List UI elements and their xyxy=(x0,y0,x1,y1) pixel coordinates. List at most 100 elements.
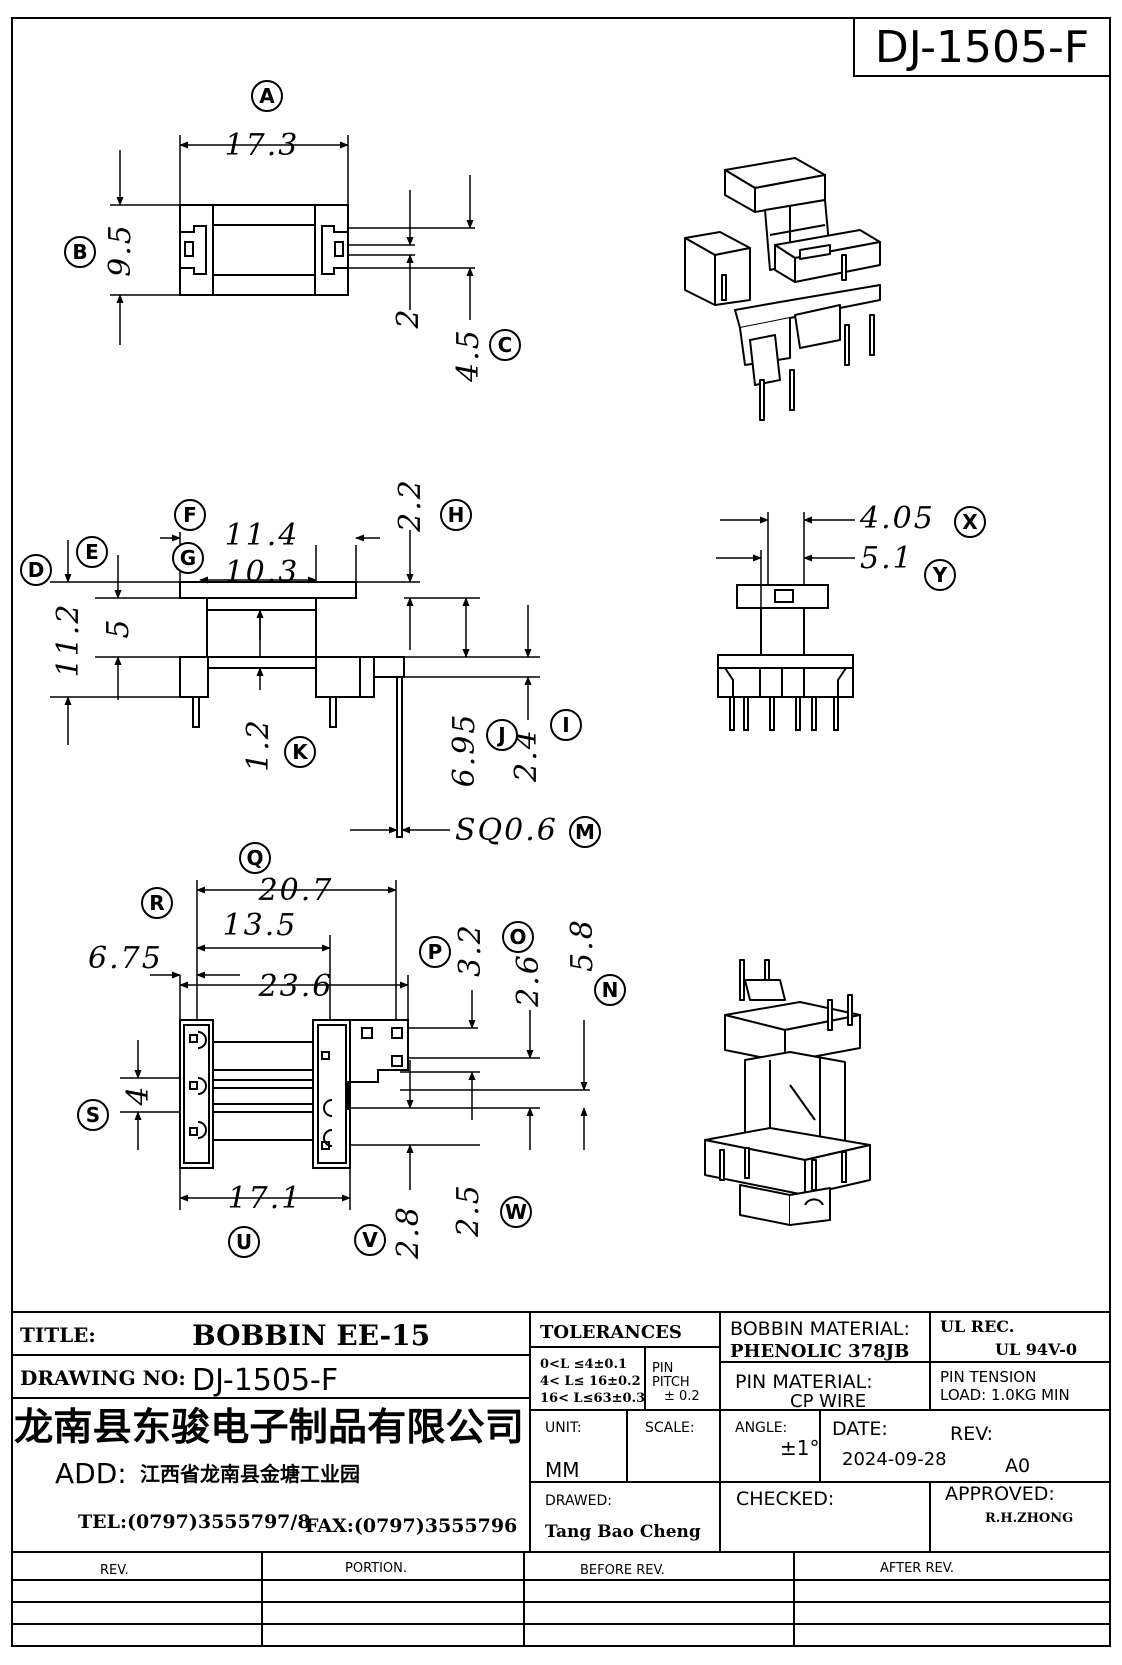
approved-value: R.H.ZHONG xyxy=(985,1511,1073,1526)
dim-v-value: 2.8 xyxy=(391,1205,426,1260)
dim-n-value: 5.8 xyxy=(565,918,600,972)
callout-u: U xyxy=(228,1226,260,1258)
scale-label: SCALE: xyxy=(645,1420,695,1436)
dim-k-value: 1.2 xyxy=(241,718,276,772)
callout-b-letter: B xyxy=(72,240,87,264)
tolerance-1: 0<L ≤4±0.1 xyxy=(540,1357,627,1372)
dim-o-value: 2.6 xyxy=(511,953,546,1008)
callout-m: M xyxy=(569,816,601,848)
callout-y-letter: Y xyxy=(932,563,948,587)
callout-c-letter: C xyxy=(498,333,513,357)
callout-n: N xyxy=(594,974,626,1006)
dim-g-value: 10.3 xyxy=(225,555,300,590)
callout-q-letter: Q xyxy=(246,846,263,870)
callout-e-letter: E xyxy=(85,540,99,564)
callout-f: F xyxy=(174,499,206,531)
callout-k: K xyxy=(284,736,316,768)
callout-u-letter: U xyxy=(236,1230,252,1254)
callout-x-letter: X xyxy=(962,510,978,534)
dim-a-value: 17.3 xyxy=(225,128,300,163)
dim-c-slot-value: 2 xyxy=(391,307,426,329)
address-value: 江西省龙南县金塘工业园 xyxy=(140,1462,360,1486)
dim-overall-value: 23.6 xyxy=(258,969,334,1004)
bobbin-material-value: PHENOLIC 378JB xyxy=(730,1341,909,1362)
title-label: TITLE: xyxy=(20,1323,96,1347)
drawed-value: Tang Bao Cheng xyxy=(545,1522,701,1542)
drawing-code-box: DJ-1505-F xyxy=(853,17,1111,77)
callout-q: Q xyxy=(239,842,271,874)
callout-p: P xyxy=(419,936,451,968)
callout-j: J xyxy=(486,719,518,751)
callout-w-letter: W xyxy=(505,1200,527,1224)
callout-h-letter: H xyxy=(448,503,465,527)
dim-w-value: 2.5 xyxy=(451,1183,486,1238)
callout-n-letter: N xyxy=(602,978,619,1002)
tolerance-2: 4< L≤ 16±0.2 xyxy=(540,1374,641,1389)
bottom-view xyxy=(179,1019,409,1169)
callout-k-letter: K xyxy=(292,740,309,764)
isometric-view-top xyxy=(684,157,881,421)
drawing-code: DJ-1505-F xyxy=(875,22,1089,73)
callout-j-letter: J xyxy=(496,723,505,747)
drawing-no-label: DRAWING NO: xyxy=(20,1366,186,1390)
callout-x: X xyxy=(954,506,986,538)
unit-label: UNIT: xyxy=(545,1420,582,1436)
pin-pitch-value: ± 0.2 xyxy=(664,1389,700,1404)
pin-tension-label: PIN TENSION xyxy=(940,1368,1036,1386)
checked-label: CHECKED: xyxy=(736,1488,834,1510)
tolerance-3: 16< L≤63±0.3 xyxy=(540,1391,645,1406)
dim-y-value: 5.1 xyxy=(860,541,914,576)
tel: TEL:(0797)3555797/8 xyxy=(78,1511,311,1533)
callout-d-letter: D xyxy=(28,558,45,582)
side-view-dims xyxy=(50,530,540,834)
callout-i-letter: I xyxy=(562,713,569,737)
callout-r: R xyxy=(141,887,173,919)
rev-col-header: REV. xyxy=(100,1563,129,1578)
callout-v: V xyxy=(354,1224,386,1256)
callout-s: S xyxy=(77,1099,109,1131)
callout-h: H xyxy=(440,499,472,531)
before-rev-col-header: BEFORE REV. xyxy=(580,1563,665,1578)
ul-label: UL REC. xyxy=(940,1317,1014,1336)
dim-j-value: 6.95 xyxy=(447,713,482,788)
fax: FAX:(0797)3555796 xyxy=(305,1515,517,1537)
dim-s-off-value: 6.75 xyxy=(88,941,163,976)
drawing-no-value: DJ-1505-F xyxy=(192,1363,338,1398)
dim-e-value: 5 xyxy=(101,617,136,638)
callout-d: D xyxy=(20,554,52,586)
dim-m-value: SQ0.6 xyxy=(455,813,558,848)
callout-v-letter: V xyxy=(362,1228,378,1252)
dim-s-value: 4 xyxy=(121,1084,156,1106)
dim-p-value: 3.2 xyxy=(453,923,488,977)
callout-r-letter: R xyxy=(149,891,164,915)
dim-b-value: 9.5 xyxy=(103,223,138,277)
end-view-dims xyxy=(716,512,855,608)
approved-label: APPROVED: xyxy=(945,1483,1055,1505)
top-view xyxy=(179,204,349,296)
ul-value: UL 94V-0 xyxy=(995,1340,1077,1359)
date-label: DATE: xyxy=(832,1418,888,1440)
date-value: 2024-09-28 xyxy=(842,1449,947,1470)
callout-p-letter: P xyxy=(428,940,443,964)
callout-a-letter: A xyxy=(259,84,275,108)
callout-s-letter: S xyxy=(86,1103,100,1127)
pin-material-label: PIN MATERIAL: xyxy=(735,1371,873,1393)
side-view xyxy=(179,581,405,838)
address-label: ADD: xyxy=(55,1457,127,1490)
title-block xyxy=(12,1311,1110,1646)
callout-f-letter: F xyxy=(183,503,197,527)
pin-pitch-label-2: PITCH xyxy=(652,1375,690,1390)
callout-y: Y xyxy=(924,559,956,591)
dim-c-value: 4.5 xyxy=(451,328,486,383)
bobbin-material-label: BOBBIN MATERIAL: xyxy=(730,1318,910,1340)
callout-e: E xyxy=(76,536,108,568)
callout-c: C xyxy=(489,329,521,361)
rev-value: A0 xyxy=(1005,1455,1030,1477)
callout-a: A xyxy=(251,80,283,112)
angle-value: ±1° xyxy=(780,1436,819,1460)
dim-h-value: 2.2 xyxy=(393,478,428,533)
callout-g: G xyxy=(172,542,204,574)
after-rev-col-header: AFTER REV. xyxy=(880,1561,954,1576)
callout-o: O xyxy=(502,921,534,953)
title-value: BOBBIN EE-15 xyxy=(192,1319,430,1352)
